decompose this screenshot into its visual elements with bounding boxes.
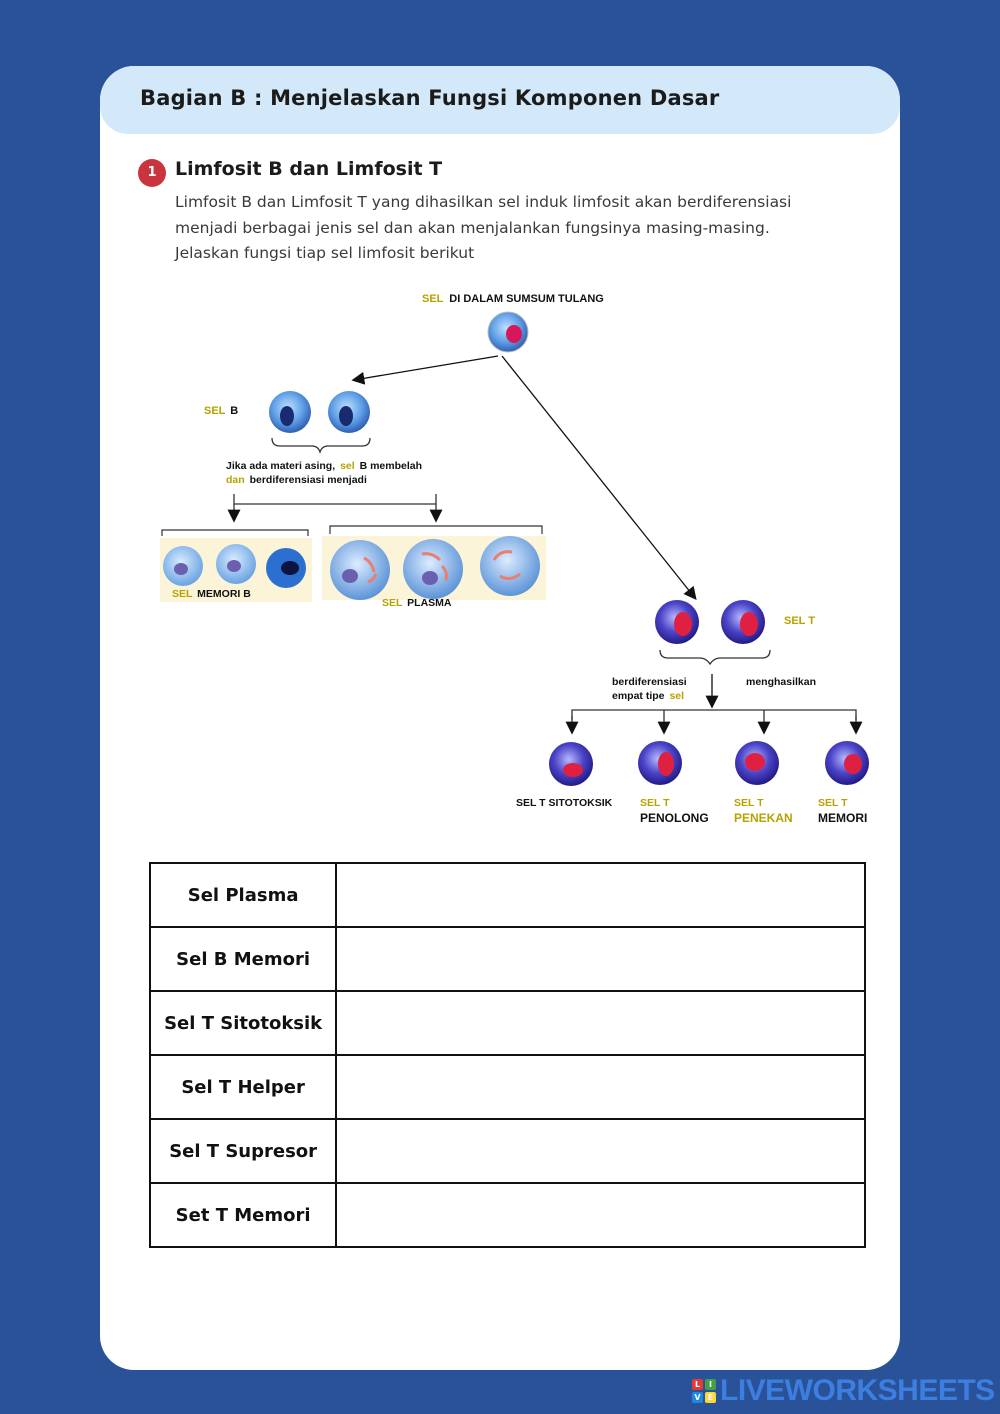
lymphocyte-diagram: SEL DI DALAM SUMSUM TULANG SEL B [150,286,890,836]
answer-field[interactable] [336,1119,865,1183]
question-title: Limfosit B dan Limfosit T [175,158,442,180]
row-label: Sel B Memori [150,927,336,991]
stem-cell-label: SEL DI DALAM SUMSUM TULANG [422,293,604,305]
t-cell [721,600,765,644]
stem-cell-label-text: DI DALAM SUMSUM TULANG [449,293,604,305]
answer-field[interactable] [336,1055,865,1119]
t-cell-note-right: menghasilkan [746,676,816,688]
answer-field[interactable] [336,863,865,927]
memory-t-label: SEL T [818,797,848,809]
helper-t-cell [638,741,682,785]
suppressor-t-label: SEL T [734,797,764,809]
plasma-label: SEL PLASMA [382,597,452,609]
question-text: Limfosit B dan Limfosit T yang dihasilka… [175,190,865,267]
b-cell-label: SEL B [204,405,238,417]
question-text-line: Jelaskan fungsi tiap sel limfosit beriku… [175,241,865,267]
liveworksheets-logo[interactable]: L I V E LIVEWORKSHEETS [692,1374,995,1408]
section-title: Bagian B : Menjelaskan Fungsi Komponen D… [140,86,719,110]
stem-cell [488,312,528,352]
b-cell-note: dan berdiferensiasi menjadi [226,474,367,486]
t-cell-note: empat tipe sel [612,690,684,702]
helper-t-label: SEL T [640,797,670,809]
t-cell-label: SEL T [784,615,815,627]
logo-icon: L I V E [692,1379,716,1403]
row-label: Sel T Supresor [150,1119,336,1183]
helper-t-label: PENOLONG [640,811,709,825]
answer-field[interactable] [336,1183,865,1247]
table-row: Sel Plasma [150,863,865,927]
t-cell [655,600,699,644]
memory-b-cell [216,544,256,584]
answer-field[interactable] [336,927,865,991]
memory-b-label: SEL MEMORI B [172,588,251,600]
b-cell [269,391,311,433]
t-cell-note: berdiferensiasi [612,676,687,688]
row-label: Sel T Sitotoksik [150,991,336,1055]
logo-text: LIVEWORKSHEETS [720,1374,995,1408]
b-cell-note: Jika ada materi asing, sel B membelah [226,460,422,472]
b-branch-bracket [234,494,436,504]
row-label: Sel T Helper [150,1055,336,1119]
plasma-cell [480,536,540,596]
memory-t-label: MEMORI [818,811,867,825]
plasma-cell [330,540,390,600]
answer-table: Sel Plasma Sel B Memori Sel T Sitotoksik… [149,862,866,1248]
answer-field[interactable] [336,991,865,1055]
suppressor-t-cell [735,741,779,785]
suppressor-t-label: PENEKAN [734,811,793,825]
memory-b-cell [266,548,306,588]
table-row: Sel T Sitotoksik [150,991,865,1055]
question-text-line: menjadi berbagai jenis sel dan akan menj… [175,216,865,242]
table-row: Sel T Helper [150,1055,865,1119]
t-cell-bracket [660,650,770,664]
section-header: Bagian B : Menjelaskan Fungsi Komponen D… [100,66,900,134]
cytotoxic-t-cell [549,742,593,786]
memory-t-cell [825,741,869,785]
question-text-line: Limfosit B dan Limfosit T yang dihasilka… [175,190,865,216]
worksheet-card: Bagian B : Menjelaskan Fungsi Komponen D… [100,66,900,1370]
memory-b-cell [163,546,203,586]
stem-cell-label-prefix: SEL [422,293,444,305]
row-label: Sel Plasma [150,863,336,927]
plasma-cell [403,539,463,599]
question-number-badge: 1 [138,159,166,187]
t-branch-bracket [572,710,856,720]
row-label: Set T Memori [150,1183,336,1247]
arrow-to-b-cells [354,356,498,380]
cytotoxic-t-label: SEL T SITOTOKSIK [516,797,613,809]
b-cell-bracket [272,438,370,452]
table-row: Sel B Memori [150,927,865,991]
table-row: Sel T Supresor [150,1119,865,1183]
table-row: Set T Memori [150,1183,865,1247]
b-cell [328,391,370,433]
